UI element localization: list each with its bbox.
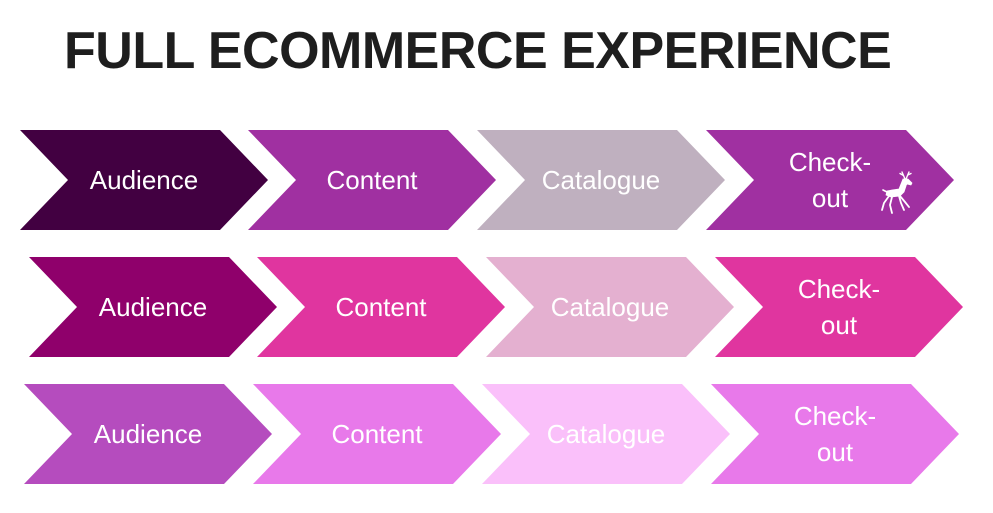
step-label: Catalogue <box>546 419 666 449</box>
step-label: Audience <box>89 165 199 195</box>
deer-icon <box>881 171 913 214</box>
step-audience[interactable]: Audience <box>24 384 272 484</box>
process-row-1: Audience Content Catalogue Check-out <box>0 130 993 230</box>
step-checkout[interactable]: Check-out <box>711 384 959 484</box>
step-label: Catalogue <box>550 292 670 322</box>
step-checkout[interactable]: Check-out <box>706 130 954 230</box>
step-content[interactable]: Content <box>248 130 496 230</box>
step-checkout[interactable]: Check-out <box>715 257 963 357</box>
step-label: Audience <box>93 419 203 449</box>
step-label: Audience <box>98 292 208 322</box>
step-catalogue[interactable]: Catalogue <box>486 257 734 357</box>
step-label: Content <box>326 165 418 195</box>
process-row-2: Audience Content Catalogue Check-out <box>0 257 993 357</box>
step-label: Check-out <box>797 274 881 340</box>
step-audience[interactable]: Audience <box>29 257 277 357</box>
step-label: Content <box>335 292 427 322</box>
step-label: Check-out <box>793 401 877 467</box>
step-catalogue[interactable]: Catalogue <box>477 130 725 230</box>
step-content[interactable]: Content <box>257 257 505 357</box>
step-catalogue[interactable]: Catalogue <box>482 384 730 484</box>
page-title: FULL ECOMMERCE EXPERIENCE <box>64 22 892 80</box>
step-label: Content <box>331 419 423 449</box>
step-label: Catalogue <box>541 165 661 195</box>
step-content[interactable]: Content <box>253 384 501 484</box>
process-row-3: Audience Content Catalogue Check-out <box>0 384 993 484</box>
step-audience[interactable]: Audience <box>20 130 268 230</box>
step-label: Check-out <box>788 147 872 213</box>
